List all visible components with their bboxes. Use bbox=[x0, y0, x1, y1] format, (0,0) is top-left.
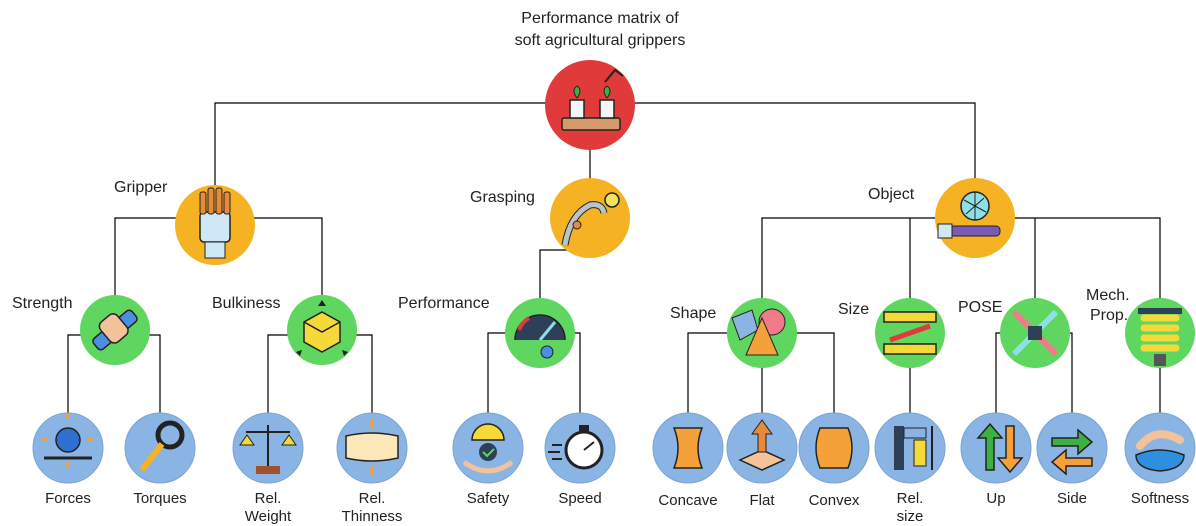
side-label: Side bbox=[1056, 490, 1088, 507]
performance-label: Performance bbox=[398, 295, 490, 312]
convex-label: Convex bbox=[808, 492, 860, 509]
gripper-node bbox=[175, 185, 255, 265]
safety-helmet-icon bbox=[462, 423, 514, 474]
thin-sheet-icon bbox=[345, 420, 399, 476]
forces-icon bbox=[42, 414, 94, 468]
convex-shape-icon bbox=[815, 427, 853, 469]
flat-label: Flat bbox=[749, 492, 775, 509]
up-label: Up bbox=[986, 490, 1006, 507]
up-circle bbox=[960, 412, 1032, 484]
rel-weight-label: Rel. Weight bbox=[223, 490, 313, 526]
leaf-circles bbox=[32, 412, 1196, 484]
mech-prop-label-2: Prop. bbox=[1090, 307, 1129, 324]
rel-size-circle bbox=[874, 412, 946, 484]
mech-prop-node bbox=[1125, 298, 1195, 368]
gripper-label: Gripper bbox=[114, 179, 168, 196]
rel-weight-line-2: Weight bbox=[244, 508, 292, 525]
title-line-1: Performance matrix of bbox=[521, 10, 679, 27]
diagram-title: Performance matrix of soft agricultural … bbox=[440, 8, 760, 52]
cube-icon bbox=[296, 300, 348, 356]
rel-thinness-line-1: Rel. bbox=[358, 490, 386, 507]
soft-cushion-icon bbox=[1135, 430, 1185, 472]
size-label: Size bbox=[838, 301, 870, 318]
robotic-arm-icon bbox=[561, 192, 620, 246]
shapes-icon bbox=[731, 308, 786, 356]
scale-icon bbox=[239, 425, 297, 474]
title-line-2: soft agricultural grippers bbox=[514, 32, 686, 49]
speedometer-icon bbox=[514, 314, 566, 359]
caliper-icon bbox=[894, 426, 933, 470]
rel-size-line-1: Rel. bbox=[896, 490, 924, 507]
safety-label: Safety bbox=[466, 490, 510, 507]
shape-node bbox=[727, 298, 797, 368]
shape-label: Shape bbox=[670, 305, 717, 322]
ruler-icon bbox=[883, 311, 937, 355]
rel-thinness-label: Rel. Thinness bbox=[327, 490, 417, 526]
softness-circle bbox=[1124, 412, 1196, 484]
softness-label: Softness bbox=[1130, 490, 1190, 507]
concave-shape-icon bbox=[672, 427, 704, 469]
bulkiness-node bbox=[287, 295, 357, 365]
torques-label: Torques bbox=[133, 490, 187, 507]
spring-icon bbox=[1138, 308, 1182, 366]
dumbbell-icon bbox=[92, 309, 138, 351]
up-down-arrows-icon bbox=[976, 422, 1024, 474]
object-label: Object bbox=[868, 186, 915, 203]
strength-label: Strength bbox=[12, 295, 73, 312]
performance-node bbox=[505, 298, 575, 368]
flat-platform-icon bbox=[738, 419, 786, 471]
arrows-cross-icon bbox=[1011, 309, 1059, 357]
concave-label: Concave bbox=[658, 492, 718, 509]
rel-thinness-line-2: Thinness bbox=[341, 508, 403, 525]
grasping-node bbox=[550, 178, 630, 258]
strength-node bbox=[80, 295, 150, 365]
robot-hand-icon bbox=[199, 187, 231, 259]
size-node bbox=[875, 298, 945, 368]
pose-node bbox=[1000, 298, 1070, 368]
forces-label: Forces bbox=[45, 490, 91, 507]
object-node bbox=[935, 178, 1015, 258]
rel-size-label: Rel. size bbox=[865, 490, 955, 526]
stopwatch-icon bbox=[548, 425, 604, 470]
rel-weight-line-1: Rel. bbox=[254, 490, 282, 507]
pose-label: POSE bbox=[958, 299, 1003, 316]
bulkiness-label: Bulkiness bbox=[212, 295, 281, 312]
root-node bbox=[545, 60, 635, 150]
side-arrows-icon bbox=[1050, 428, 1094, 476]
rel-size-line-2: size bbox=[896, 508, 924, 525]
wrench-icon bbox=[139, 420, 185, 472]
grasping-label: Grasping bbox=[470, 189, 535, 206]
mech-prop-label-1: Mech. bbox=[1086, 287, 1130, 304]
network-hand-icon bbox=[937, 191, 1001, 239]
farming-robot-icon bbox=[561, 68, 624, 131]
connectors bbox=[67, 102, 1161, 448]
side-circle bbox=[1036, 412, 1108, 484]
speed-label: Speed bbox=[558, 490, 602, 507]
